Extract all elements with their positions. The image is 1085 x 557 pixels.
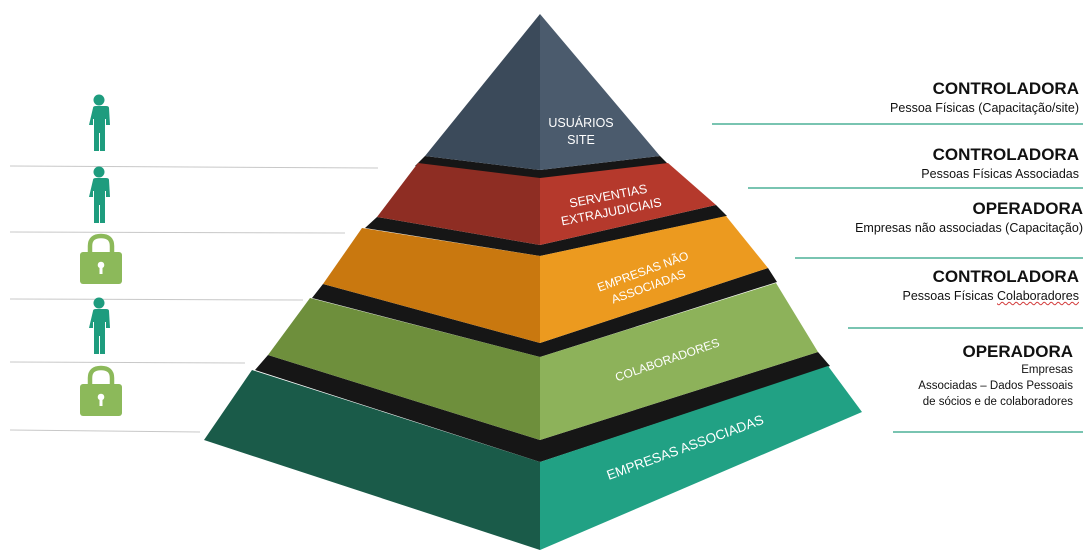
person-icon [89, 94, 110, 151]
right-label-title: OPERADORA [972, 199, 1083, 218]
layer-usuarios-label-line2: SITE [567, 133, 595, 147]
right-label-controladora-1: CONTROLADORA Pessoa Físicas (Capacitação… [890, 79, 1079, 115]
layer-usuarios-label-line1: USUÁRIOS [548, 115, 613, 130]
right-label-subtitle-line1: Empresas [1021, 364, 1073, 376]
right-label-operadora-2: OPERADORA Empresas Associadas – Dados Pe… [918, 342, 1073, 410]
right-label-subtitle-line3: de sócios e de colaboradores [922, 396, 1073, 408]
right-label-controladora-2: CONTROLADORA Pessoas Físicas Associadas [921, 145, 1079, 181]
layer-serventias [377, 163, 716, 245]
right-label-operadora-1: OPERADORA Empresas não associadas (Capac… [855, 199, 1083, 235]
layer-usuarios-site [425, 14, 660, 170]
right-label-controladora-3: CONTROLADORA Pessoas Físicas Colaborador… [903, 267, 1079, 303]
right-label-title: OPERADORA [962, 342, 1073, 361]
layer-colaboradores [268, 283, 818, 440]
right-label-title: CONTROLADORA [932, 79, 1079, 98]
layer-empresas-associadas [204, 366, 862, 550]
right-label-subtitle: Empresas não associadas (Capacitação) [855, 221, 1083, 235]
pyramid-shadows [255, 156, 830, 462]
right-label-subtitle-part-b: Colaboradores [997, 289, 1079, 303]
right-label-subtitle-line2: Associadas – Dados Pessoais [918, 380, 1073, 392]
lock-icon [80, 365, 122, 416]
right-separator-lines [712, 123, 1083, 433]
right-label-subtitle: Pessoas Físicas Associadas [921, 167, 1079, 181]
left-separator-lines [9, 165, 379, 433]
right-label-subtitle: Pessoas Físicas Colaboradores [903, 289, 1079, 303]
right-label-subtitle: Pessoa Físicas (Capacitação/site) [890, 101, 1079, 115]
right-label-title: CONTROLADORA [932, 267, 1079, 286]
right-label-subtitle-part-a: Pessoas Físicas [902, 289, 997, 303]
right-label-title: CONTROLADORA [932, 145, 1079, 164]
lock-icon [80, 233, 122, 284]
person-icon [89, 297, 110, 354]
person-icon [89, 166, 110, 223]
layer-empresas-nao-associadas [323, 216, 768, 343]
